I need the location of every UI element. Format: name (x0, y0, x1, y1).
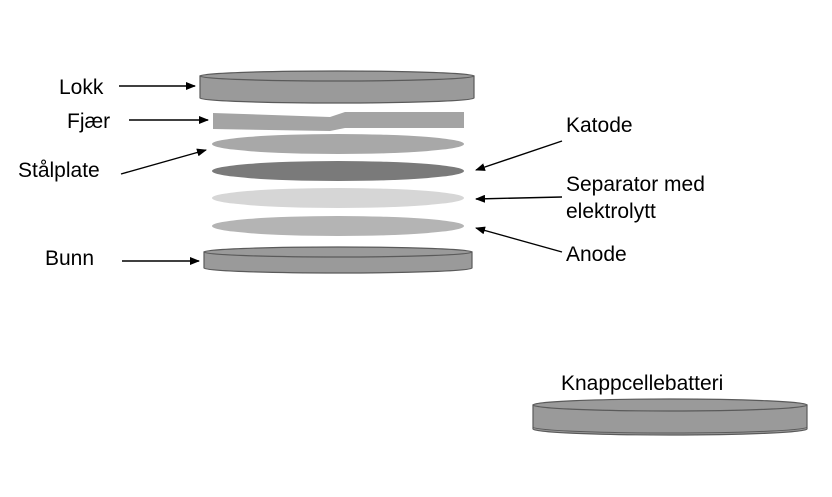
anode-part (212, 216, 464, 236)
bottom-top (203, 246, 473, 258)
spring-part (213, 112, 464, 131)
anode-label: Anode (566, 243, 627, 266)
steel-plate-arrow (120, 148, 207, 175)
lid-label: Lokk (59, 76, 104, 99)
assembled-body (532, 404, 808, 436)
steel-plate-part (212, 134, 464, 154)
bottom-part (203, 246, 473, 274)
bottom-body (203, 251, 473, 274)
steel-plate-label: Stålplate (18, 159, 100, 182)
lid-top (199, 70, 475, 82)
assembled-battery (532, 398, 808, 436)
spring-label: Fjær (67, 110, 110, 133)
separator-label-line2: elektrolytt (566, 200, 656, 223)
bottom-label: Bunn (45, 247, 94, 270)
cathode-arrow (475, 140, 563, 171)
lid-part (199, 70, 475, 104)
separator-label-line1: Separator med (566, 173, 705, 196)
cathode-label: Katode (566, 114, 633, 137)
callout-arrows (119, 82, 563, 265)
separator-part (212, 188, 464, 208)
lid-body (199, 75, 475, 104)
assembled-rim-line (532, 426, 808, 434)
assembled-title: Knappcellebatteri (561, 372, 723, 395)
anode-arrow (475, 226, 563, 253)
assembled-top (532, 398, 808, 412)
cathode-part (212, 161, 464, 181)
separator-arrow (475, 194, 563, 203)
